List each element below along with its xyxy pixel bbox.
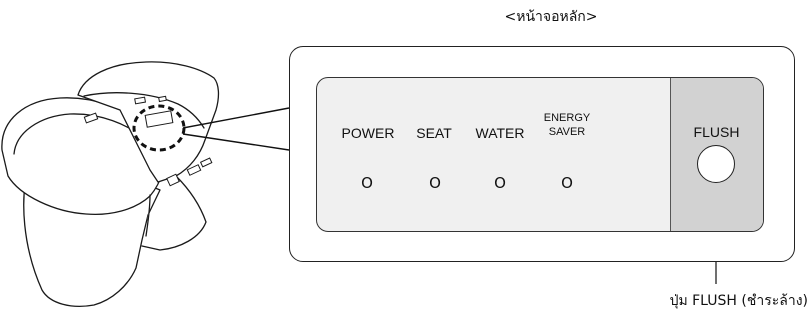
connector-line-top	[182, 107, 290, 129]
flush-button[interactable]	[697, 145, 735, 183]
side-vent	[83, 112, 99, 124]
indicator-value-water: O	[494, 174, 506, 192]
flush-label: FLUSH	[693, 124, 740, 140]
control-led-1	[134, 96, 147, 105]
side-panel-3	[199, 157, 213, 168]
indicator-value-seat: O	[429, 174, 441, 192]
indicator-label-saver: SAVER	[548, 126, 586, 138]
indicator-label-power: POWER	[341, 125, 395, 141]
side-panel-1	[166, 173, 180, 187]
indicator-value-power: O	[361, 174, 373, 192]
connector-line-bottom	[182, 133, 290, 151]
toilet-rim	[13, 113, 147, 155]
control-display	[144, 110, 174, 128]
control-led-2	[158, 95, 167, 103]
indicator-label-water: WATER	[475, 125, 525, 141]
indicator-label-energy: ENERGY	[543, 112, 591, 124]
flush-button-callout: ปุ่ม FLUSH (ชำระล้าง)	[669, 293, 808, 309]
side-panel-2	[186, 164, 202, 176]
indicator-label-seat: SEAT	[416, 125, 452, 141]
indicator-value-energy-saver: O	[561, 174, 573, 192]
screen-title: <หน้าจอหลัก>	[504, 9, 598, 25]
